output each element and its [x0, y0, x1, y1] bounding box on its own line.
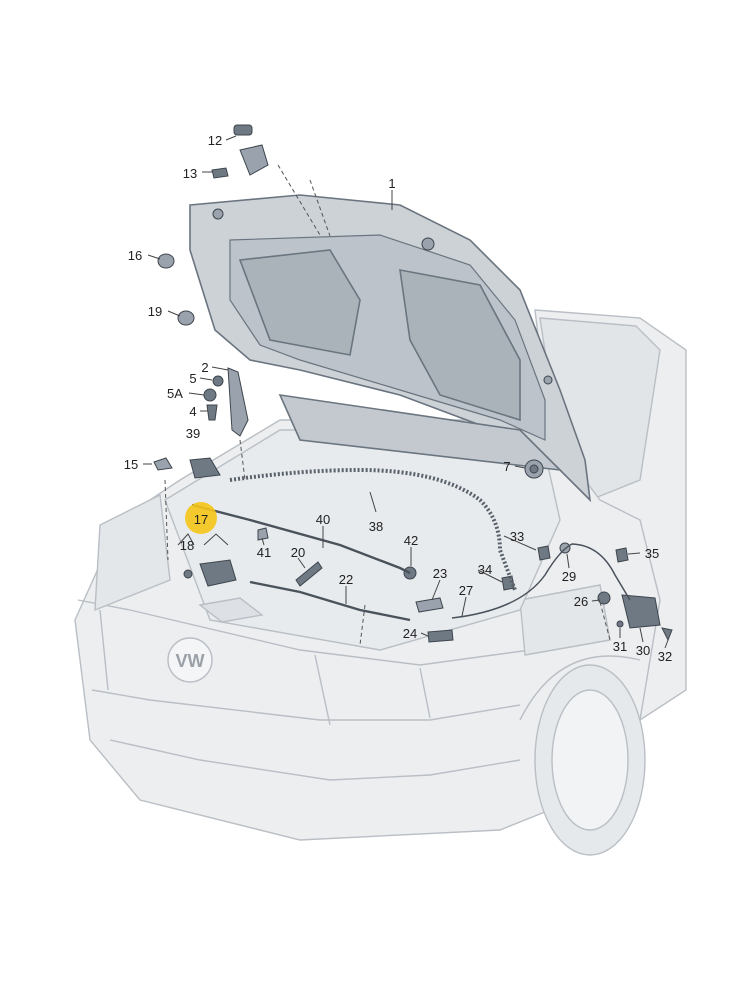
part-12-bracket	[239, 144, 269, 176]
part-34	[501, 575, 515, 591]
part-13	[211, 167, 229, 179]
svg-text:VW: VW	[176, 651, 205, 671]
part-24	[427, 629, 454, 643]
part-5a	[203, 388, 217, 402]
part-41	[257, 527, 269, 541]
callout-16: 16	[128, 248, 142, 263]
callout-4: 4	[189, 404, 196, 419]
small-parts	[153, 124, 673, 643]
callout-27: 27	[459, 583, 473, 598]
part-2	[227, 367, 249, 437]
callout-39: 39	[186, 426, 200, 441]
part-35	[615, 547, 629, 563]
leaders	[143, 135, 669, 649]
cables	[164, 164, 631, 646]
callout-5: 5	[189, 371, 196, 386]
callout-30: 30	[636, 643, 650, 658]
callout-35: 35	[645, 546, 659, 561]
callout-33: 33	[510, 529, 524, 544]
callout-40: 40	[316, 512, 330, 527]
callout-20: 20	[291, 545, 305, 560]
callout-34: 34	[478, 562, 492, 577]
callout-5a: 5A	[167, 386, 183, 401]
callout-13: 13	[183, 166, 197, 181]
part-26	[597, 591, 611, 605]
part-12	[233, 124, 253, 136]
highlight-marker	[185, 502, 217, 534]
callout-2: 2	[201, 360, 208, 375]
part-38	[229, 467, 517, 591]
lock-assembly	[199, 559, 237, 587]
part-22	[249, 580, 411, 622]
part-27	[451, 543, 631, 619]
callout-18: 18	[180, 538, 194, 553]
part-33	[537, 545, 551, 561]
part-18	[183, 569, 193, 579]
callout-17: 17	[194, 512, 208, 527]
part-5	[212, 375, 224, 387]
part-19	[177, 310, 195, 326]
callout-26: 26	[574, 594, 588, 609]
part-20	[295, 561, 323, 587]
part-40	[191, 503, 411, 575]
callout-19: 19	[148, 304, 162, 319]
part-30	[621, 594, 661, 629]
callout-32: 32	[658, 649, 672, 664]
callout-1: 1	[388, 176, 395, 191]
part-16	[157, 253, 175, 269]
callout-15: 15	[124, 457, 138, 472]
callout-22: 22	[339, 572, 353, 587]
callout-24: 24	[403, 626, 417, 641]
part-15	[153, 457, 173, 471]
callout-31: 31	[613, 639, 627, 654]
part-32	[661, 627, 673, 642]
part-4	[206, 404, 218, 421]
callout-42: 42	[404, 533, 418, 548]
callout-23: 23	[433, 566, 447, 581]
callout-29: 29	[562, 569, 576, 584]
callout-labels: 1 12 13 16 19 25 5A 4 39 15 7 17 40 38 33 18 42 41 20 35 34 2…	[124, 133, 672, 664]
callout-12: 12	[208, 133, 222, 148]
callout-38: 38	[369, 519, 383, 534]
part-31	[616, 620, 624, 628]
hood	[189, 194, 592, 503]
callout-41: 41	[257, 545, 271, 560]
callout-7: 7	[503, 459, 510, 474]
part-39	[189, 457, 221, 479]
